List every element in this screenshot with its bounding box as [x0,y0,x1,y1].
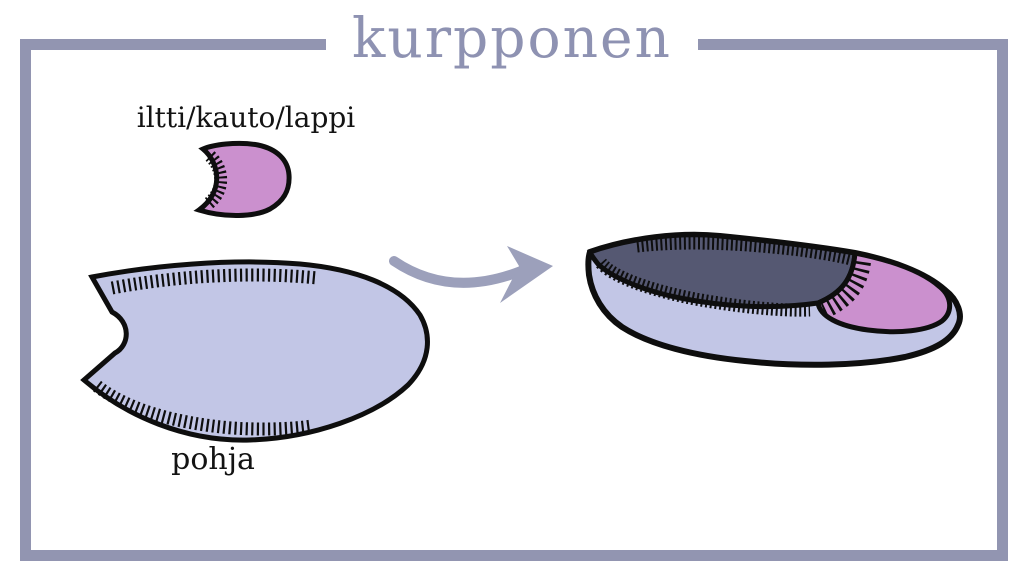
title-bar: kurpponen [0,7,1024,70]
curved-arrow-right-icon [389,246,553,303]
sole-stitch-marks-top [110,268,319,295]
sole-piece [80,259,430,443]
label-pohja: pohja [171,442,255,477]
assembled-shoe [585,231,963,368]
shoe-stitch-marks-front-rim [596,258,811,317]
sole-stitch-marks-bottom [92,380,313,436]
sole-outline [80,259,430,443]
shoe-toe-cap [815,249,953,335]
shoe-stitch-marks-cap-seam [820,260,871,319]
arrow-shaft [389,256,526,288]
page-title: kurpponen [326,7,698,70]
shoe-stitch-marks-back-rim [636,236,853,266]
arrow-head [500,246,553,303]
label-iltti-kauto-lappi: iltti/kauto/lappi [136,101,356,134]
toe-cap-piece [193,140,292,219]
